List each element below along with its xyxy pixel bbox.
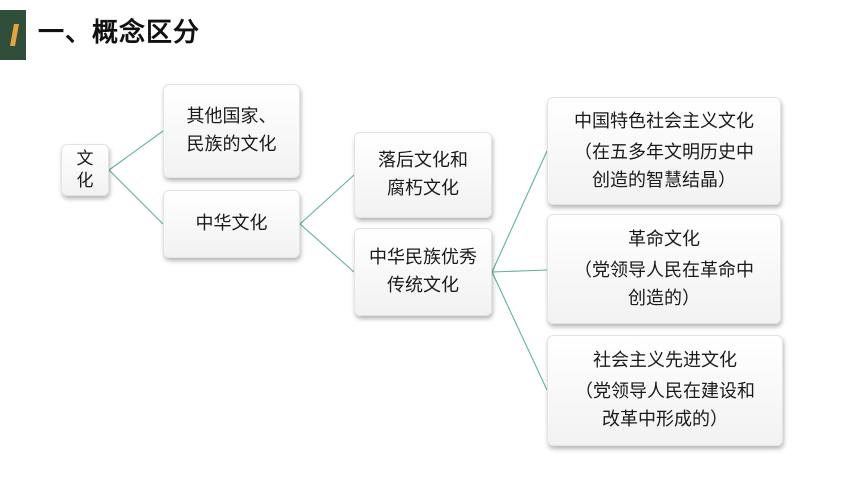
connector-chinese-backward — [299, 174, 355, 225]
node-revolutionary-culture-title: 革命文化 — [628, 228, 700, 250]
node-advanced-culture-title: 社会主义先进文化 — [593, 350, 737, 371]
node-revolutionary-culture-desc-2: 创造的） — [628, 287, 700, 309]
node-advanced-culture-desc-2: 改革中形成的） — [602, 409, 728, 430]
page-title: 一、概念区分 — [38, 18, 201, 48]
corner-accent-icon — [0, 10, 26, 60]
node-culture-line-1: 文 — [76, 149, 94, 169]
node-culture-line-2: 化 — [76, 171, 94, 191]
node-revolutionary-culture-desc-1: （党领导人民在革命中 — [574, 259, 754, 281]
connector-root-chinese — [108, 169, 164, 225]
node-chinese-culture-line-1: 中华文化 — [195, 213, 268, 234]
connector-traditional-socialism — [491, 150, 548, 273]
node-chinese-culture: 中华文化 — [163, 190, 300, 258]
node-socialism-culture-desc-2: 创造的智慧结晶） — [592, 169, 736, 191]
node-advanced-culture-desc-1: （党领导人民在建设和 — [575, 381, 755, 402]
node-culture: 文 化 — [61, 144, 109, 196]
node-backward-culture-line-1: 落后文化和 — [378, 150, 468, 171]
node-other-cultures: 其他国家、 民族的文化 — [163, 84, 300, 178]
node-traditional-culture: 中华民族优秀 传统文化 — [354, 228, 492, 316]
node-other-cultures-line-2: 民族的文化 — [186, 134, 277, 155]
node-advanced-culture: 社会主义先进文化 （党领导人民在建设和 改革中形成的） — [547, 335, 783, 446]
connector-root-other — [108, 130, 164, 171]
node-socialism-culture-title: 中国特色社会主义文化 — [574, 110, 754, 132]
node-socialism-culture-desc-1: （在五多年文明历史中 — [574, 141, 754, 163]
node-socialism-culture: 中国特色社会主义文化 （在五多年文明历史中 创造的智慧结晶） — [547, 97, 781, 205]
connector-traditional-revolutionary — [491, 269, 548, 273]
connector-chinese-traditional — [299, 223, 355, 273]
node-traditional-culture-line-1: 中华民族优秀 — [369, 247, 477, 268]
node-traditional-culture-line-2: 传统文化 — [387, 275, 459, 296]
node-other-cultures-line-1: 其他国家、 — [186, 106, 277, 127]
node-revolutionary-culture: 革命文化 （党领导人民在革命中 创造的） — [547, 214, 781, 324]
node-backward-culture-line-2: 腐朽文化 — [387, 178, 459, 199]
connector-traditional-advanced — [491, 271, 548, 391]
node-backward-culture: 落后文化和 腐朽文化 — [354, 132, 492, 218]
